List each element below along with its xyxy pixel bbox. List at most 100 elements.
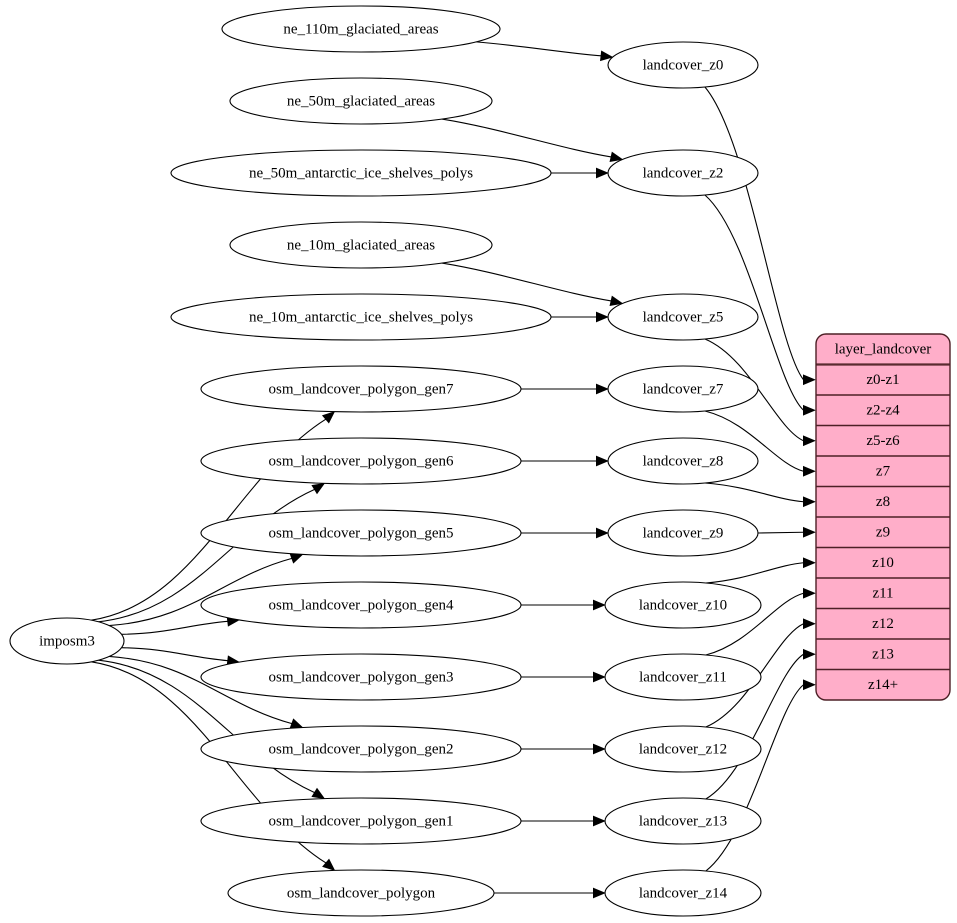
node-label-osm_landcover_polygon_gen7: osm_landcover_polygon_gen7	[269, 381, 454, 397]
record-row-z13: z13	[872, 647, 894, 663]
node-shape-landcover_z10	[604, 581, 762, 629]
node-osm_landcover_polygon_gen2[interactable]: osm_landcover_polygon_gen2	[200, 725, 522, 773]
node-osm_landcover_polygon_gen7[interactable]: osm_landcover_polygon_gen7	[200, 365, 522, 413]
nodes-layer: imposm3 ne_110m_glaciated_areas ne_50m_gla…	[9, 5, 762, 917]
node-label-landcover_z7: landcover_z7	[643, 381, 724, 397]
edge-arrowhead	[609, 295, 624, 307]
node-landcover_z5[interactable]: landcover_z5	[607, 293, 759, 341]
node-shape-osm_landcover_polygon_gen4	[200, 581, 522, 629]
edge-landcover_z14-to-record	[705, 684, 804, 872]
node-shape-osm_landcover_polygon_gen6	[200, 437, 522, 485]
record-title: layer_landcover	[835, 342, 932, 358]
node-landcover_z13[interactable]: landcover_z13	[604, 797, 762, 845]
edge-imposm3-to-osm_landcover_polygon_gen6	[98, 488, 315, 623]
node-osm_landcover_polygon_gen6[interactable]: osm_landcover_polygon_gen6	[200, 437, 522, 485]
edge-arrowhead	[593, 599, 606, 611]
edge-arrowhead	[596, 311, 609, 323]
edge-landcover_z13-to-record	[705, 653, 804, 800]
node-label-osm_landcover_polygon_gen4: osm_landcover_polygon_gen4	[269, 597, 454, 613]
node-osm_landcover_polygon_gen5[interactable]: osm_landcover_polygon_gen5	[200, 509, 522, 557]
node-shape-osm_landcover_polygon_gen7	[200, 365, 522, 413]
node-ne_50m_glaciated_areas[interactable]: ne_50m_glaciated_areas	[229, 77, 493, 125]
node-osm_landcover_polygon_gen3[interactable]: osm_landcover_polygon_gen3	[200, 653, 522, 701]
node-shape-landcover_z12	[604, 725, 762, 773]
node-landcover_z14[interactable]: landcover_z14	[604, 869, 762, 917]
edge-landcover_z11-to-record	[705, 592, 804, 656]
edge-ne_10m_glaciated_areas-to-landcover_z5	[441, 262, 612, 302]
edge-landcover_z8-to-record	[704, 482, 804, 503]
record-row-z10: z10	[872, 555, 894, 571]
node-label-ne_50m_glaciated_areas: ne_50m_glaciated_areas	[287, 93, 435, 109]
record-row-z7: z7	[876, 464, 891, 480]
node-ne_10m_glaciated_areas[interactable]: ne_10m_glaciated_areas	[229, 221, 493, 269]
node-label-ne_10m_antarctic_ice_shelves_polys: ne_10m_antarctic_ice_shelves_polys	[249, 309, 473, 325]
edge-arrowhead	[803, 587, 816, 599]
node-shape-osm_landcover_polygon_gen5	[200, 509, 522, 557]
record-row-z11: z11	[872, 586, 893, 602]
node-shape-landcover_z8	[607, 437, 759, 485]
edge-landcover_z7-to-record	[704, 410, 804, 472]
record-node-layer_landcover[interactable]: layer_landcoverz0-z1z2-z4z5-z6z7z8z9z10z…	[815, 333, 951, 701]
node-label-landcover_z12: landcover_z12	[639, 741, 727, 757]
node-label-landcover_z0: landcover_z0	[643, 57, 724, 73]
edge-landcover_z9-to-record	[757, 531, 804, 534]
node-landcover_z11[interactable]: landcover_z11	[604, 653, 762, 701]
record-outline	[815, 333, 951, 701]
edge-arrowhead	[803, 557, 816, 569]
node-ne_50m_antarctic_ice_shelves_polys[interactable]: ne_50m_antarctic_ice_shelves_polys	[170, 149, 552, 197]
node-label-ne_10m_glaciated_areas: ne_10m_glaciated_areas	[287, 237, 435, 253]
node-ne_110m_glaciated_areas[interactable]: ne_110m_glaciated_areas	[221, 5, 501, 53]
node-label-osm_landcover_polygon_gen2: osm_landcover_polygon_gen2	[269, 741, 454, 757]
node-landcover_z9[interactable]: landcover_z9	[607, 509, 759, 557]
node-landcover_z7[interactable]: landcover_z7	[607, 365, 759, 413]
node-landcover_z0[interactable]: landcover_z0	[607, 41, 759, 89]
node-label-ne_50m_antarctic_ice_shelves_polys: ne_50m_antarctic_ice_shelves_polys	[249, 165, 473, 181]
node-ne_10m_antarctic_ice_shelves_polys[interactable]: ne_10m_antarctic_ice_shelves_polys	[170, 293, 552, 341]
node-label-landcover_z10: landcover_z10	[639, 597, 727, 613]
edge-arrowhead	[803, 526, 816, 538]
node-shape-landcover_z11	[604, 653, 762, 701]
edge-imposm3-to-osm_landcover_polygon_gen4	[121, 620, 228, 635]
edge-landcover_z0-to-record	[704, 86, 804, 381]
edge-imposm3-to-osm_landcover_polygon_gen2	[109, 655, 293, 725]
node-shape-ne_50m_glaciated_areas	[229, 77, 493, 125]
edge-imposm3-to-osm_landcover_polygon_gen5	[109, 557, 293, 627]
edge-imposm3-to-osm_landcover_polygon_gen3	[121, 647, 228, 662]
node-landcover_z8[interactable]: landcover_z8	[607, 437, 759, 485]
edge-arrowhead	[321, 411, 336, 424]
node-shape-ne_10m_antarctic_ice_shelves_polys	[170, 293, 552, 341]
edge-imposm3-to-osm_landcover_polygon_gen1	[98, 659, 315, 794]
record-row-z9: z9	[876, 525, 890, 541]
node-label-landcover_z14: landcover_z14	[639, 885, 728, 901]
node-label-osm_landcover_polygon_gen3: osm_landcover_polygon_gen3	[269, 669, 454, 685]
node-shape-ne_110m_glaciated_areas	[221, 5, 501, 53]
record-node-layer: layer_landcoverz0-z1z2-z4z5-z6z7z8z9z10z…	[815, 333, 951, 701]
node-label-landcover_z9: landcover_z9	[643, 525, 724, 541]
node-landcover_z12[interactable]: landcover_z12	[604, 725, 762, 773]
edge-landcover_z2-to-record	[704, 194, 804, 411]
node-shape-ne_10m_glaciated_areas	[229, 221, 493, 269]
edge-arrowhead	[803, 618, 816, 630]
node-osm_landcover_polygon_gen4[interactable]: osm_landcover_polygon_gen4	[200, 581, 522, 629]
edge-landcover_z5-to-record	[704, 338, 804, 442]
edge-landcover_z12-to-record	[705, 623, 804, 728]
node-landcover_z2[interactable]: landcover_z2	[607, 149, 759, 197]
record-row-z2-z4: z2-z4	[866, 403, 900, 419]
node-label-landcover_z5: landcover_z5	[643, 309, 724, 325]
node-osm_landcover_polygon[interactable]: osm_landcover_polygon	[227, 869, 495, 917]
edge-arrowhead	[803, 435, 816, 447]
node-landcover_z10[interactable]: landcover_z10	[604, 581, 762, 629]
node-shape-landcover_z13	[604, 797, 762, 845]
node-imposm3[interactable]: imposm3	[9, 617, 125, 665]
node-osm_landcover_polygon_gen1[interactable]: osm_landcover_polygon_gen1	[200, 797, 522, 845]
edge-landcover_z10-to-record	[705, 562, 804, 584]
edge-ne_50m_glaciated_areas-to-landcover_z2	[441, 118, 612, 158]
node-label-landcover_z8: landcover_z8	[643, 453, 724, 469]
node-shape-landcover_z7	[607, 365, 759, 413]
edge-arrowhead	[803, 648, 816, 660]
edge-ne_110m_glaciated_areas-to-landcover_z0	[476, 41, 602, 57]
edge-arrowhead	[596, 167, 609, 179]
node-label-osm_landcover_polygon_gen6: osm_landcover_polygon_gen6	[269, 453, 454, 469]
node-label-landcover_z13: landcover_z13	[639, 813, 727, 829]
